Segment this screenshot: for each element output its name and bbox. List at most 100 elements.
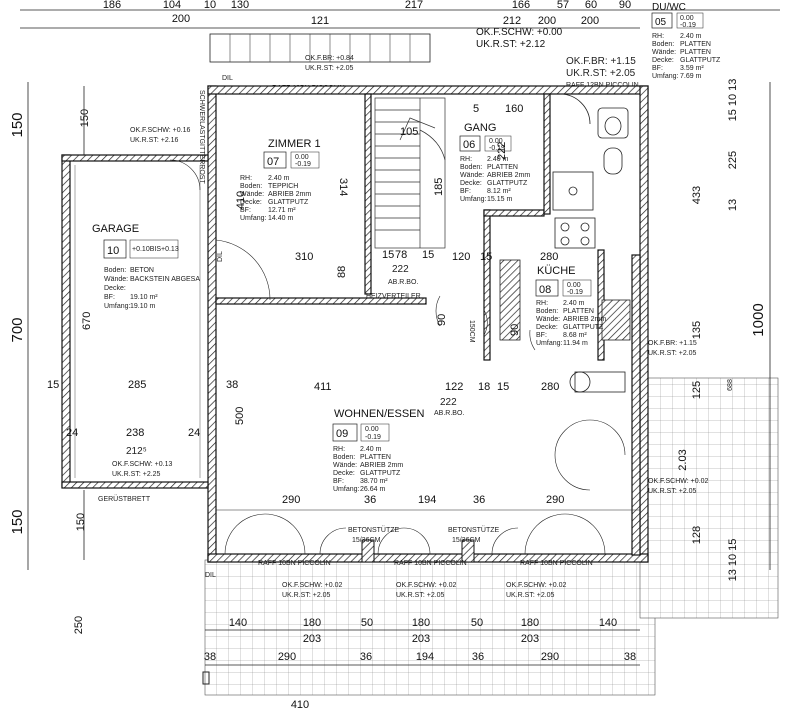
room-zimmer-v5: 14.40 m — [268, 215, 293, 222]
room-gang-v2: ABRIEB 2mm — [487, 172, 530, 179]
room-wohnen-name: WOHNEN/ESSEN — [334, 408, 425, 420]
dim-right-10: 13 10 15 — [727, 539, 739, 582]
dim-inner-38a: 38 — [226, 379, 238, 391]
room-kueche-level-1: -0.19 — [567, 289, 583, 296]
val-222-upper: 222 — [392, 264, 409, 275]
dim-top-0: 186 — [103, 0, 121, 11]
pillar-left — [361, 539, 375, 563]
dim-top-1: 104 — [163, 0, 181, 11]
room-wohnen-v4: 38.70 m² — [360, 478, 388, 485]
room-kueche-v3: GLATTPUTZ — [563, 324, 604, 331]
room-duwc-l1: Boden: — [652, 41, 674, 48]
dim-right-0: 1000 — [750, 303, 767, 336]
room-garage-l1: Wände: — [104, 276, 128, 283]
uk-rst-205: UK.R.ST: +2.05 — [305, 65, 354, 72]
dim-bottom-15: 290 — [541, 651, 559, 663]
room-kueche-l2: Wände: — [536, 316, 560, 323]
dim-inner-410: 410 — [235, 191, 247, 209]
dim-right-1: 225 — [727, 151, 739, 169]
room-zimmer-v2: ABRIEB 2mm — [268, 191, 311, 198]
dim-bottom-10: 38 — [204, 651, 216, 663]
dim-inner-90a: 90 — [436, 314, 448, 326]
ok-schw-002-1: OK.F.SCHW: +0.02 — [282, 582, 342, 589]
room-gang-l3: Decke: — [460, 180, 482, 187]
ok-schw-013: OK.F.SCHW: +0.13 — [112, 461, 172, 468]
room-garage-l3: BF: — [104, 294, 115, 301]
upper-structure — [209, 33, 431, 63]
room-duwc-v3: GLATTPUTZ — [680, 57, 721, 64]
dim-inner-90b: 90 — [509, 324, 521, 336]
room-gang-l4: BF: — [460, 188, 471, 195]
room-zimmer-l3: Decke: — [240, 199, 262, 206]
room-zimmer-number: 07 — [267, 156, 279, 168]
dim-bottom-11: 290 — [278, 651, 296, 663]
dim-top-12: 212 — [503, 15, 521, 27]
val-222-lower: 222 — [440, 397, 457, 408]
abrbo-upper: AB.R.BO. — [388, 279, 418, 286]
room-kueche-l1: Boden: — [536, 308, 558, 315]
dim-inner-36a: 36 — [364, 494, 376, 506]
dim-top-10: 200 — [538, 15, 556, 27]
ok-schw-002-2: OK.F.SCHW: +0.02 — [396, 582, 456, 589]
room-duwc-l2: Wände: — [652, 49, 676, 56]
dim-bottom-9: 203 — [521, 633, 539, 645]
pillar-right — [461, 539, 475, 563]
dim-inner-15a: 15 — [382, 249, 394, 261]
ok-br-115: OK.F.BR: +1.15 — [566, 56, 636, 67]
room-wohnen-l3: Decke: — [333, 470, 355, 477]
room-kueche-v4: 8.68 m² — [563, 332, 587, 339]
room-garage-v4: 19.10 m — [130, 303, 155, 310]
room-wohnen-l4: BF: — [333, 478, 344, 485]
room-kueche-level-0: 0.00 — [567, 282, 581, 289]
schwerlast-label: SCHWERLASTGITTERROST — [198, 90, 205, 184]
dim-bottom-13: 194 — [416, 651, 434, 663]
room-duwc-l5: Umfang: — [652, 73, 679, 80]
room-gang-v5: 15.15 m — [487, 196, 512, 203]
room-duwc-v2: PLATTEN — [680, 49, 711, 56]
dim-inner-290b: 290 — [546, 494, 564, 506]
dim-inner-285: 285 — [128, 379, 146, 391]
dim-top-13: 200 — [581, 15, 599, 27]
garage-walls — [61, 154, 209, 489]
room-zimmer-l5: Umfang: — [240, 215, 267, 222]
dim-inner-15d: 15 — [47, 379, 59, 391]
room-duwc-level-0: 0.00 — [680, 15, 694, 22]
room-kueche: KÜCHE 08 0.00 -0.19 RH: 2.40 m Boden: PL… — [535, 265, 606, 347]
dim-bottom-2: 50 — [361, 617, 373, 629]
room-duwc-v0: 2.40 m — [680, 33, 702, 40]
room-wohnen: WOHNEN/ESSEN 09 0.00 -0.19 RH: 2.40 m Bo… — [332, 408, 425, 493]
outer-walls — [207, 85, 649, 563]
dim-inner-15e: 15 — [497, 381, 509, 393]
dim-bottom-17: 250 — [73, 616, 85, 634]
room-kueche-number: 08 — [539, 284, 551, 296]
dim-top-4: 200 — [172, 13, 190, 25]
dim-bottom-6: 140 — [599, 617, 617, 629]
dim-inner-310: 310 — [295, 251, 313, 263]
ok-br-115-right: OK.F.BR: +1.15 — [648, 340, 697, 347]
dim-top-8: 60 — [585, 0, 597, 11]
dim-top-6: 166 — [512, 0, 530, 11]
dim-inner-24a: 24 — [66, 427, 78, 439]
dim-top-9: 90 — [619, 0, 631, 11]
staircase — [374, 97, 446, 249]
dim-left-2: 150 — [9, 509, 26, 534]
dim-left-1: 700 — [9, 317, 26, 342]
room-gang-v3: GLATTPUTZ — [487, 180, 528, 187]
betonstuetze-left: BETONSTÜTZE — [348, 526, 400, 534]
room-gang-l2: Wände: — [460, 172, 484, 179]
room-zimmer-level-0: 0.00 — [295, 154, 309, 161]
dim-right-8: 2.03 — [677, 449, 689, 470]
dim-inner-185: 185 — [433, 178, 445, 196]
room-wohnen-l0: RH: — [333, 446, 345, 453]
room-gang-name: GANG — [464, 122, 496, 134]
room-zimmer-v4: 12.71 m² — [268, 207, 296, 214]
dim-right-6: 125 — [691, 381, 703, 399]
dim-top-5: 217 — [405, 0, 423, 11]
dim-bottom-0: 140 — [229, 617, 247, 629]
corner-marker — [202, 671, 210, 685]
inner-dims: 150 410 310 314 185 105 222 78 15 15 15 … — [47, 103, 564, 506]
room-kueche-v2: ABRIEB 2mm — [563, 316, 606, 323]
dim-inner-280b: 280 — [541, 381, 559, 393]
room-kueche-v1: PLATTEN — [563, 308, 594, 315]
room-gang-l5: Umfang: — [460, 196, 487, 203]
